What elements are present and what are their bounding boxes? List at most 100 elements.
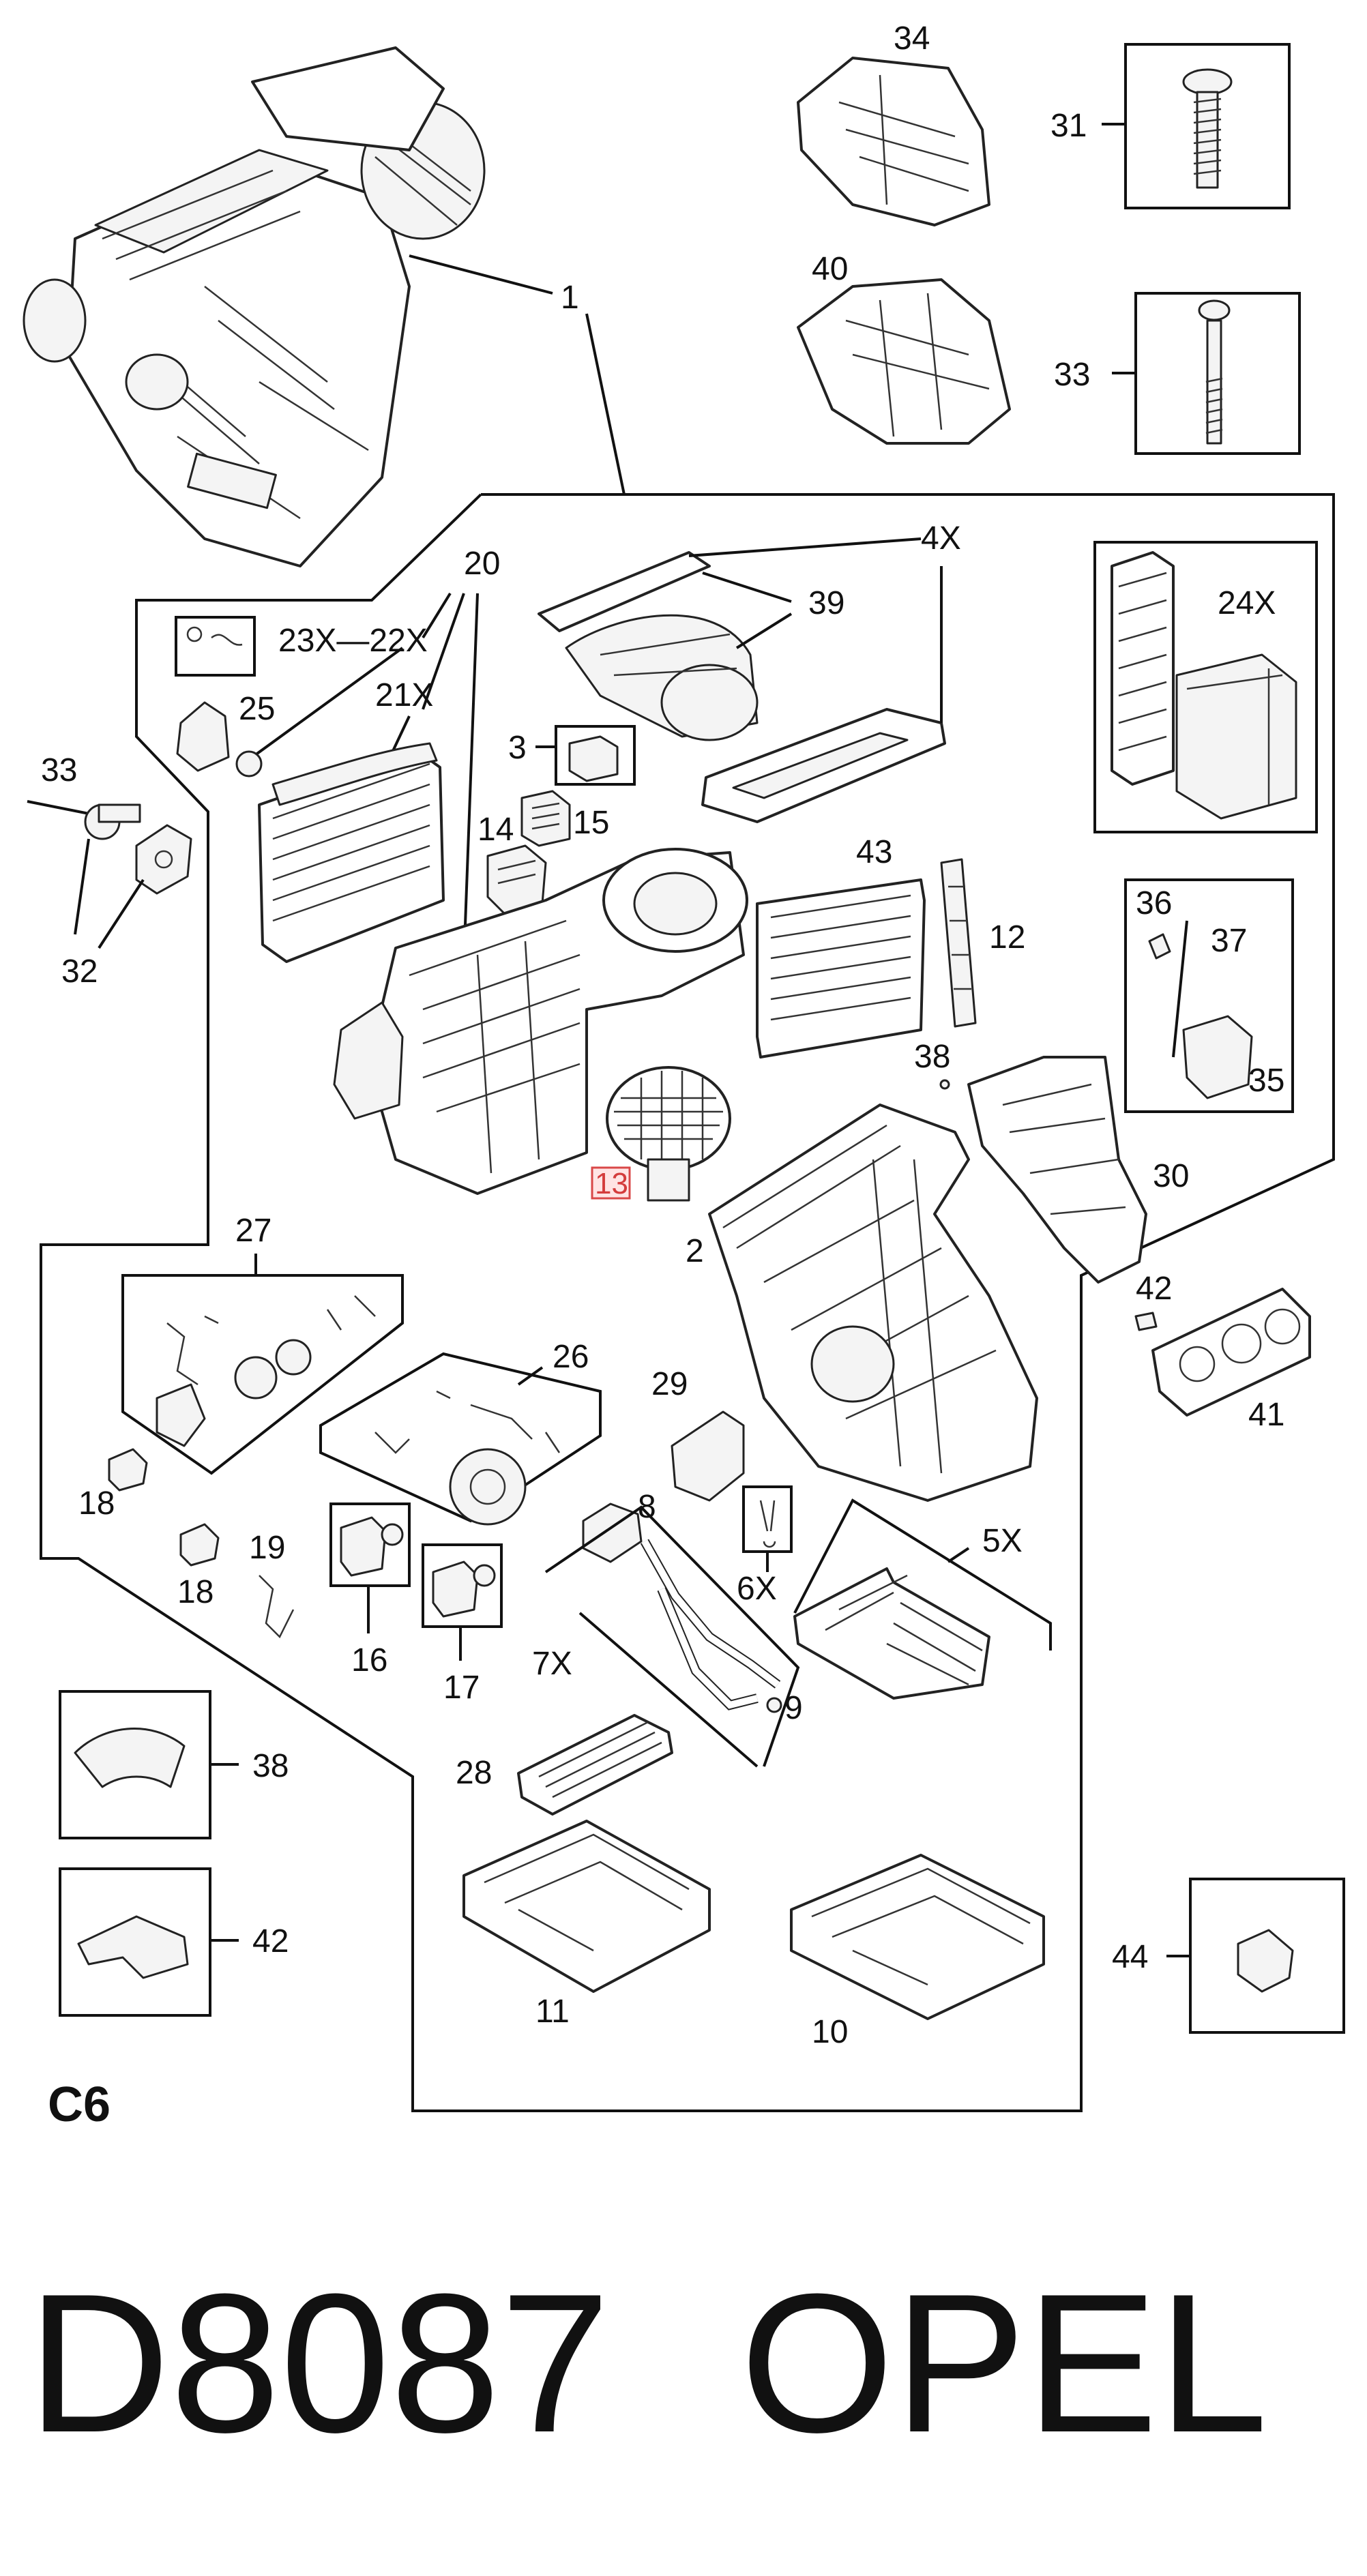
part-11-tray: [462, 1820, 711, 1993]
part-4x-filter-frame: [701, 708, 946, 823]
part-19-harness: [259, 1575, 295, 1639]
label-4x: 4X: [921, 520, 961, 557]
hvac-housing-main: [333, 848, 748, 1195]
label-29: 29: [651, 1366, 688, 1402]
cabin-filter-24x-icon: [1111, 551, 1297, 820]
label-39: 39: [808, 585, 844, 621]
bolt-33-icon: [1198, 299, 1231, 445]
label-2: 2: [686, 1233, 704, 1269]
label-1: 1: [561, 280, 579, 316]
label-38-left: 38: [252, 1748, 289, 1784]
clip-6x-icon: [759, 1500, 776, 1548]
part-40-duct: [797, 278, 1011, 445]
part-34-duct: [797, 57, 990, 226]
part-3-resistor: [555, 725, 636, 786]
part-10-tray: [790, 1854, 1045, 2020]
label-15: 15: [573, 805, 609, 841]
part-17-module: [432, 1560, 496, 1618]
label-42-top: 42: [1136, 1271, 1172, 1307]
label-18-b: 18: [177, 1574, 214, 1610]
label-32: 32: [61, 953, 98, 990]
label-35: 35: [1248, 1063, 1284, 1099]
label-40: 40: [812, 251, 848, 287]
screw-31-icon: [1182, 68, 1233, 189]
label-17: 17: [443, 1670, 480, 1706]
part-43-heater-core: [756, 878, 926, 1058]
label-14: 14: [477, 812, 514, 848]
label-6x: 6X: [737, 1571, 777, 1607]
label-42-left: 42: [252, 1923, 289, 1959]
label-31: 31: [1050, 108, 1087, 144]
label-11: 11: [535, 1994, 570, 2030]
part-42-bracket: [77, 1915, 189, 1979]
hvac-assembly-top: [23, 46, 486, 567]
part-21x-evaporator: [258, 742, 445, 963]
label-33-right: 33: [1054, 357, 1090, 393]
label-26: 26: [553, 1339, 589, 1375]
label-34: 34: [894, 20, 930, 57]
part-26-linkage-kit: [374, 1390, 561, 1526]
part-35-actuator: [1182, 1015, 1253, 1099]
label-3: 3: [508, 730, 527, 766]
label-10: 10: [812, 2014, 848, 2050]
part-23x-box: [175, 616, 256, 677]
label-13: 13: [595, 1167, 628, 1200]
part-18-actuator-a: [108, 1448, 148, 1492]
part-22x-grommet: [235, 750, 263, 778]
label-25: 25: [239, 691, 275, 727]
part-13-blower-motor: [606, 1066, 731, 1202]
part-18-actuator-b: [179, 1523, 220, 1567]
part-26-box: [319, 1352, 602, 1523]
part-5x-box: [793, 1498, 1052, 1650]
part-41-control-panel: [1151, 1288, 1311, 1417]
part-38-bracket: [74, 1728, 186, 1788]
part-9-o-ring: [766, 1697, 782, 1713]
label-16: 16: [351, 1642, 387, 1678]
label-28: 28: [456, 1755, 492, 1791]
section-code: C6: [48, 2077, 111, 2132]
label-7x: 7X: [532, 1646, 572, 1682]
label-33-left: 33: [41, 752, 77, 788]
part-39-seal: [538, 551, 759, 741]
part-27-box: [121, 1274, 404, 1475]
clip-23x-icon: [186, 626, 243, 646]
part-36-clip: [1148, 933, 1171, 960]
part-7x-pipes: [640, 1539, 781, 1711]
part-5x-heater-core: [793, 1567, 990, 1700]
label-36: 36: [1136, 885, 1172, 921]
part-28-filter: [517, 1714, 673, 1816]
label-19: 19: [249, 1530, 285, 1566]
label-21x: 21X: [375, 677, 433, 713]
brand-name: OPEL: [740, 2253, 1268, 2474]
assembly-boundary: [40, 493, 1335, 2112]
part-6x-box: [742, 1485, 793, 1553]
label-5x: 5X: [982, 1523, 1023, 1559]
part-30-duct: [967, 1056, 1147, 1284]
label-24x: 24X: [1218, 585, 1276, 621]
part-15-module: [520, 790, 571, 847]
label-18-a: 18: [78, 1485, 115, 1522]
part-44-connector: [1237, 1929, 1294, 1993]
part-29-actuator: [671, 1410, 745, 1502]
highlight-box-13: [591, 1166, 631, 1200]
label-30: 30: [1153, 1158, 1189, 1194]
label-27: 27: [235, 1213, 271, 1249]
part-14-module: [486, 844, 547, 915]
part-2-lower-housing: [708, 1104, 1038, 1502]
part-32-sensor: [84, 803, 192, 895]
label-23x-22x: 23X—22X: [278, 623, 428, 659]
label-37: 37: [1211, 923, 1247, 959]
part-12-seal-strip: [940, 858, 977, 1028]
part-38-small: [939, 1079, 950, 1090]
label-20: 20: [464, 546, 500, 582]
part-27-linkage-kit: [156, 1295, 376, 1447]
label-41: 41: [1248, 1397, 1284, 1433]
diagram-code: D8087: [27, 2253, 611, 2474]
label-38-small: 38: [914, 1039, 950, 1075]
label-43: 43: [856, 834, 892, 870]
part-25-foam: [176, 701, 230, 772]
label-44: 44: [1112, 1939, 1148, 1975]
part-42-clip-small: [1134, 1312, 1158, 1331]
label-12: 12: [989, 919, 1025, 956]
